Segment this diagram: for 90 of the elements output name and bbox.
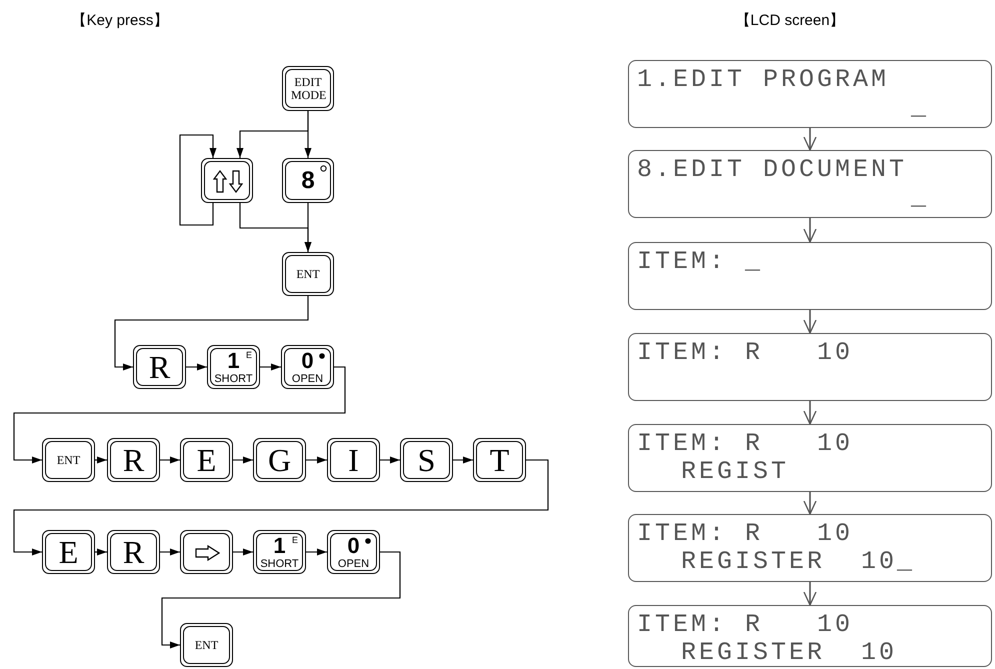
key-label: 0 [347,534,360,558]
key-label: ENT [56,454,82,466]
keypad-key [42,530,95,574]
lcd-text: _ [911,185,930,211]
key-label: R [148,350,170,384]
keypad-key [282,252,334,296]
arrow [233,456,253,464]
arrow [380,456,400,464]
key-label: R [122,535,144,569]
lcd-screen [628,605,992,667]
arrow [453,456,473,464]
section-heading: 【LCD screen】 [734,11,846,31]
arrow [306,456,327,464]
keypad-key [180,530,233,574]
keypad-key [327,438,380,482]
lcd-text: ITEM: R 10 [637,521,854,547]
arrow [13,366,346,464]
keypad-key [327,530,380,574]
key-label: OPEN [292,373,324,385]
key-label: R [122,443,144,477]
arrow [186,364,207,370]
key-label: S [418,443,436,477]
key-label: SHORT [260,558,299,570]
keypad-key [201,158,253,203]
arrow [236,111,309,158]
lcd-text: 1.EDIT PROGRAM [637,67,890,93]
key-label: E [292,535,298,545]
lcd-text: ITEM: R 10 [637,612,854,638]
arrow [304,203,312,252]
arrow [803,218,817,243]
keypad-key [180,623,233,667]
lcd-text: 8.EDIT DOCUMENT [637,157,908,183]
keypad-key [400,438,453,482]
arrow [114,296,309,370]
keypad-key [207,345,260,389]
lcd-text: ITEM: R 10 [637,340,854,366]
keypad-key [107,530,160,574]
section-heading: 【Key press】 [70,11,170,31]
keypad-key [180,438,233,482]
arrow [160,456,180,464]
arrow [260,364,281,370]
key-label: 8 [301,168,315,194]
arrow [803,492,817,515]
key-label: I [348,443,359,477]
arrow [803,128,817,151]
key-label: T [490,443,510,477]
lcd-text: ITEM: R 10 [637,431,854,457]
key-label: SHORT [214,373,253,385]
arrow [160,548,180,556]
lcd-screen [628,333,992,401]
arrow [95,548,107,556]
arrow [803,310,817,334]
keypad-key [133,345,186,389]
lcd-text: ITEM: _ [637,249,764,275]
lcd-screen [628,60,992,128]
lcd-screen [628,242,992,310]
key-label: ENT [194,638,220,652]
keypad-key [282,66,334,111]
keypad-key [253,438,306,482]
key-label: ENT [295,268,321,280]
key-label: E [58,535,78,569]
key-label: 1 [227,349,240,373]
key-label: 0 [301,349,314,373]
keypad-key [253,530,306,574]
key-label: E [196,443,216,477]
keypad-key [42,438,95,482]
arrow [95,456,107,464]
keypad-key [473,438,526,482]
arrow [179,134,216,226]
lcd-text: REGIST [681,459,790,485]
arrow [803,582,817,606]
arrow [306,548,327,556]
key-label: EDIT MODE [291,76,325,102]
key-label: G [268,443,292,477]
keypad-key [107,438,160,482]
keypad-key [281,345,334,389]
lcd-screen [628,514,992,582]
key-label: OPEN [338,558,370,570]
key-label: 1 [273,534,286,558]
arrow [13,459,549,556]
keypad-key [282,158,334,203]
lcd-text: REGISTER 10 [681,640,898,666]
arrow [233,548,253,556]
lcd-screen [628,424,992,492]
lcd-text: _ [911,95,930,121]
key-label: E [246,350,252,360]
arrow [803,401,817,425]
lcd-text: REGISTER 10_ [681,549,916,575]
arrow [161,551,401,648]
lcd-screen [628,150,992,218]
